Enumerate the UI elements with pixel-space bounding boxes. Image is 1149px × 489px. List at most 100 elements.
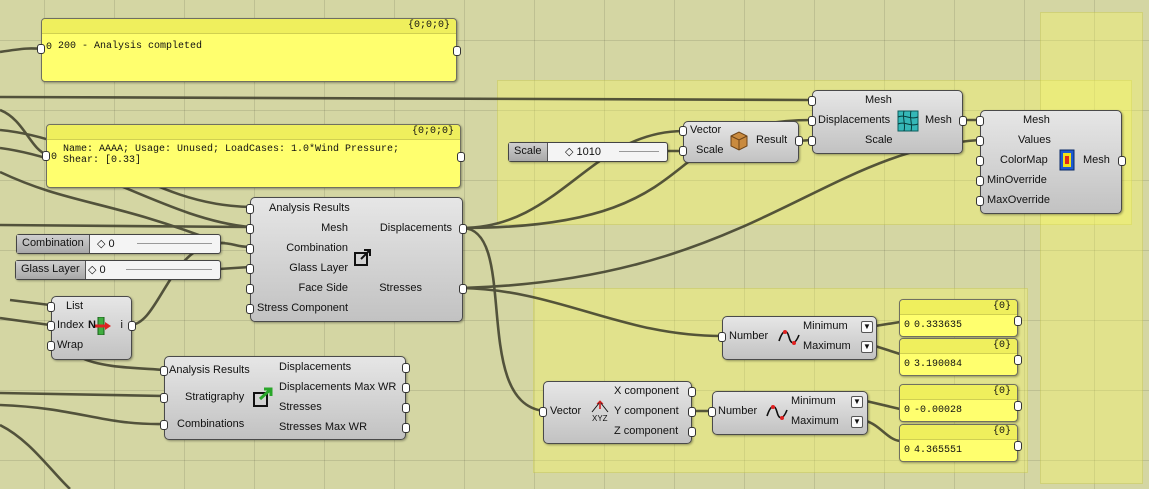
port[interactable] [160, 393, 168, 403]
input-number[interactable]: Number [718, 405, 758, 417]
output-result[interactable]: Result [756, 134, 788, 146]
port[interactable] [402, 383, 410, 393]
output-displacements[interactable]: Displacements [379, 222, 452, 234]
output-maximum[interactable]: Maximum [791, 415, 839, 427]
scale-slider[interactable]: Scale ◇ 1010 [508, 142, 668, 162]
output-minimum[interactable]: Minimum [803, 320, 848, 332]
port[interactable] [976, 136, 984, 146]
output-minimum[interactable]: Minimum [791, 395, 836, 407]
input-scale[interactable]: Scale [865, 134, 893, 146]
min-panel-2[interactable]: {0} 0 -0.00028 [899, 384, 1022, 422]
input-min-override[interactable]: MinOverride [987, 174, 1047, 186]
port[interactable] [808, 136, 816, 146]
input-number[interactable]: Number [729, 330, 769, 342]
input-port[interactable] [42, 151, 50, 161]
list-item-component[interactable]: List Index Wrap i N [47, 296, 136, 360]
output-y-component[interactable]: Y component [614, 405, 679, 417]
port[interactable] [679, 146, 687, 156]
port[interactable] [959, 116, 967, 126]
group-right-strip[interactable] [1040, 12, 1143, 484]
input-max-override[interactable]: MaxOverride [987, 194, 1050, 206]
port[interactable] [246, 304, 254, 314]
port[interactable] [459, 284, 467, 294]
input-mesh[interactable]: Mesh [321, 222, 348, 234]
input-mesh[interactable]: Mesh [1023, 114, 1050, 126]
port[interactable] [459, 224, 467, 234]
port[interactable] [718, 332, 726, 342]
port[interactable] [808, 116, 816, 126]
max-panel-2[interactable]: {0} 0 4.365551 [899, 424, 1022, 462]
port[interactable] [539, 407, 547, 417]
input-scale[interactable]: Scale [696, 144, 724, 156]
port[interactable] [688, 387, 696, 397]
port[interactable] [976, 156, 984, 166]
output-port[interactable] [457, 152, 465, 162]
input-stress-component[interactable]: Stress Component [257, 302, 349, 314]
chevron-down-icon[interactable]: ▼ [861, 321, 873, 333]
output-stresses[interactable]: Stresses [279, 401, 322, 413]
port[interactable] [246, 244, 254, 254]
bounds-component-2[interactable]: Number Minimum Maximum ▼ ▼ [708, 391, 868, 435]
info-panel[interactable]: {0;0;0} 0 Name: AAAA; Usage: Unused; Loa… [42, 124, 465, 188]
input-mesh[interactable]: Mesh [865, 94, 892, 106]
port[interactable] [688, 407, 696, 417]
port[interactable] [246, 284, 254, 294]
input-list[interactable]: List [66, 300, 84, 312]
colormap-component[interactable]: Mesh Values ColorMap MinOverride MaxOver… [976, 110, 1126, 214]
port[interactable] [679, 126, 687, 136]
output-mesh[interactable]: Mesh [1083, 154, 1110, 166]
max-results-component[interactable]: Analysis Results Stratigraphy Combinatio… [160, 356, 410, 440]
input-stratigraphy[interactable]: Stratigraphy [185, 391, 245, 403]
port[interactable] [47, 321, 55, 331]
port[interactable] [976, 196, 984, 206]
port[interactable] [808, 96, 816, 106]
input-combination[interactable]: Combination [286, 242, 348, 254]
bounds-component-1[interactable]: Number Minimum Maximum ▼ ▼ [718, 316, 877, 360]
input-port[interactable] [37, 44, 45, 54]
output-displacements[interactable]: Displacements [279, 361, 352, 373]
vector-decompose-component[interactable]: Vector X component Y component Z compone… [539, 381, 696, 444]
chevron-down-icon[interactable]: ▼ [861, 341, 873, 353]
port[interactable] [246, 224, 254, 234]
port[interactable] [708, 407, 716, 417]
port[interactable] [976, 176, 984, 186]
port[interactable] [128, 321, 136, 331]
min-panel-1[interactable]: {0} 0 0.333635 [899, 299, 1022, 337]
input-colormap[interactable]: ColorMap [1000, 154, 1048, 166]
output-port[interactable] [1014, 355, 1022, 365]
amplitude-component[interactable]: Vector Scale Result [679, 121, 803, 163]
port[interactable] [402, 403, 410, 413]
input-vector[interactable]: Vector [550, 405, 582, 417]
port[interactable] [688, 427, 696, 437]
input-analysis-results[interactable]: Analysis Results [269, 202, 350, 214]
max-panel-1[interactable]: {0} 0 3.190084 [899, 338, 1022, 376]
output-displacements-max-wr[interactable]: Displacements Max WR [279, 381, 397, 393]
port[interactable] [1118, 156, 1126, 166]
status-panel[interactable]: {0;0;0} 0 200 - Analysis completed [37, 18, 461, 82]
port[interactable] [246, 264, 254, 274]
input-wrap[interactable]: Wrap [57, 339, 84, 351]
port[interactable] [246, 204, 254, 214]
output-port[interactable] [1014, 316, 1022, 326]
output-item[interactable]: i [120, 319, 123, 331]
output-port[interactable] [1014, 441, 1022, 451]
input-index[interactable]: Index [57, 319, 84, 331]
slider-track[interactable] [619, 151, 659, 152]
combination-slider[interactable]: Combination ◇ 0 [16, 234, 221, 254]
port[interactable] [47, 341, 55, 351]
port[interactable] [402, 363, 410, 373]
input-face-side[interactable]: Face Side [298, 282, 348, 294]
output-maximum[interactable]: Maximum [803, 340, 851, 352]
input-combinations[interactable]: Combinations [177, 418, 245, 430]
output-x-component[interactable]: X component [614, 385, 679, 397]
port[interactable] [160, 366, 168, 376]
chevron-down-icon[interactable]: ▼ [851, 416, 863, 428]
output-stresses-max-wr[interactable]: Stresses Max WR [279, 421, 368, 433]
input-values[interactable]: Values [1018, 134, 1051, 146]
analysis-results-component[interactable]: Analysis Results Mesh Combination Glass … [246, 197, 467, 322]
input-glass-layer[interactable]: Glass Layer [289, 262, 348, 274]
chevron-down-icon[interactable]: ▼ [851, 396, 863, 408]
deform-mesh-component[interactable]: Mesh Displacements Scale Mesh [808, 90, 967, 154]
slider-track[interactable] [126, 269, 212, 270]
output-port[interactable] [1014, 401, 1022, 411]
